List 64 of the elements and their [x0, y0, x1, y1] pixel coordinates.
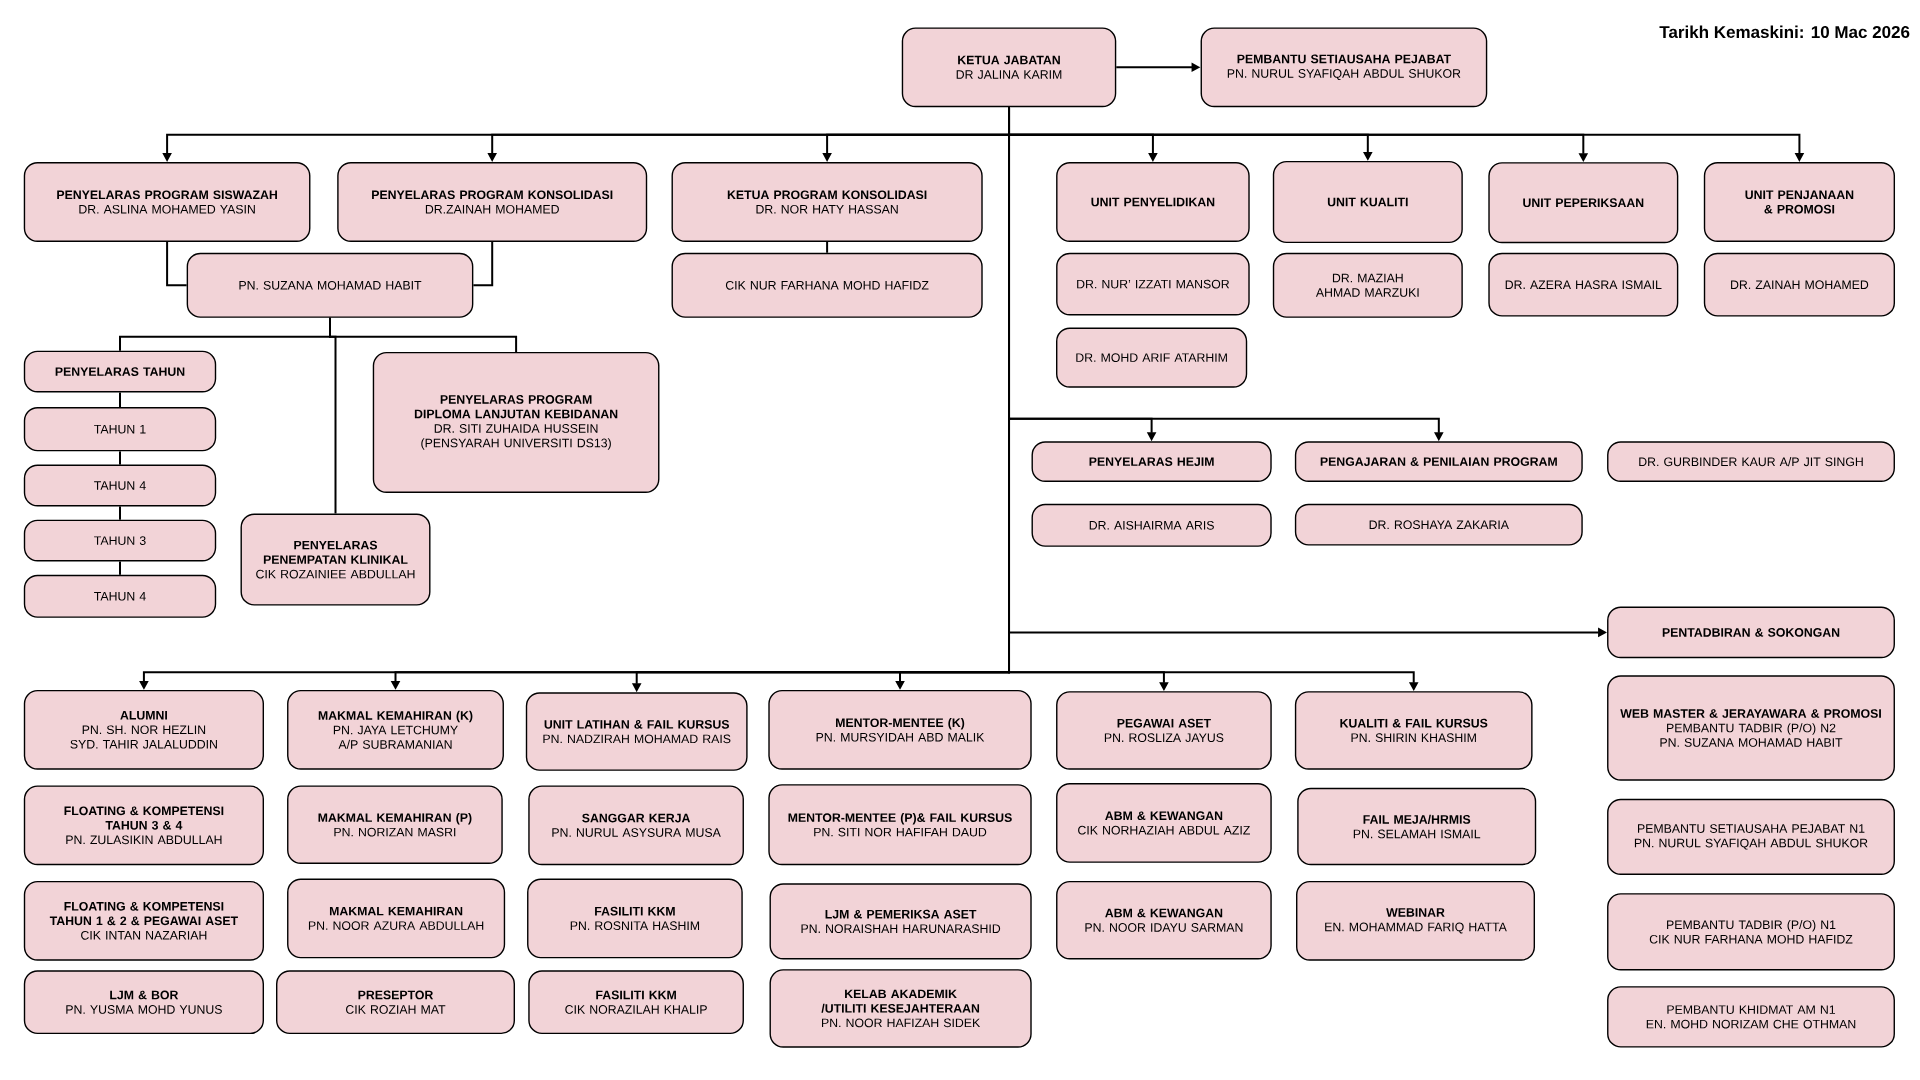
org-box: WEBINAR EN. MOHAMMAD FARIQ HATTA — [1296, 880, 1535, 961]
org-box: ABM & KEWANGAN CIK NORHAZIAH ABDUL AZIZ — [1056, 783, 1272, 863]
org-box: PN. SUZANA MOHAMAD HABIT — [186, 252, 474, 318]
org-box: UNIT PENJANAAN & PROMOSI — [1703, 162, 1895, 242]
org-box: PEGAWAI ASET PN. ROSLIZA JAYUS — [1056, 691, 1272, 770]
org-box: FASILITI KKM PN. ROSNITA HASHIM — [527, 878, 743, 959]
org-box: FASILITI KKM CIK NORAZILAH KHALIP — [528, 970, 744, 1035]
org-box: DR. ZAINAH MOHAMED — [1703, 252, 1895, 317]
org-box: ALUMNI PN. SH. NOR HEZLIN SYD. TAHIR JALALUDDIN — [23, 689, 264, 770]
org-box: LJM & PEMERIKSA ASET PN. NORAISHAH HARUNARASHID — [769, 883, 1032, 960]
org-box: PENYELARAS PENEMPATAN KLINIKAL CIK ROZAINIEE ABDULLAH — [240, 513, 431, 606]
org-box: PEMBANTU SETIAUSAHA PEJABAT PN. NURUL SYAFIQAH ABDUL SHUKOR — [1200, 27, 1488, 108]
connector — [119, 450, 121, 466]
org-box: MAKMAL KEMAHIRAN (K) PN. JAYA LETCHUMY A/P SUBRAMANIAN — [287, 689, 504, 770]
connector — [826, 240, 829, 254]
org-box: PENYELARAS TAHUN — [23, 350, 217, 393]
connector — [119, 505, 121, 521]
org-box: PENYELARAS HEJIM — [1031, 441, 1272, 482]
org-box: TAHUN 4 — [23, 464, 217, 507]
org-box: UNIT PEPERIKSAAN — [1488, 162, 1679, 244]
org-box: FAIL MEJA/HRMIS PN. SELAMAH ISMAIL — [1297, 787, 1537, 866]
org-box: PEMBANTU TADBIR (P/O) N1 CIK NUR FARHANA MOHD HAFIDZ — [1607, 893, 1895, 971]
connector — [166, 240, 188, 287]
org-box: DR. MOHD ARIF ATARHIM — [1056, 327, 1248, 388]
org-box: PENGAJARAN & PENILAIAN PROGRAM — [1294, 441, 1583, 482]
org-box: DR. NUR’ IZZATI MANSOR — [1056, 252, 1250, 316]
org-box: KETUA JABATAN DR JALINA KARIM — [901, 27, 1117, 108]
org-box: KUALITI & FAIL KURSUS PN. SHIRIN KHASHIM — [1294, 691, 1533, 770]
org-box: DR. MAZIAH AHMAD MARZUKI — [1272, 252, 1463, 318]
org-box: PRESEPTOR CIK ROZIAH MAT — [276, 970, 515, 1035]
org-box: MENTOR-MENTEE (K) PN. MURSYIDAH ABD MALIK — [768, 689, 1032, 770]
connector — [472, 240, 494, 287]
connector — [119, 560, 121, 576]
org-box: FLOATING & KOMPETENSI TAHUN 3 & 4 PN. ZULASIKIN ABDULLAH — [23, 785, 264, 866]
org-box: MAKMAL KEMAHIRAN (P) PN. NORIZAN MASRI — [287, 785, 503, 864]
org-box: WEB MASTER & JERAYAWARA & PROMOSI PEMBANTU TADBIR (P/O) N2 PN. SUZANA MOHAMAD HABIT — [1607, 675, 1895, 781]
org-box: UNIT PENYELIDIKAN — [1056, 162, 1250, 242]
org-box: UNIT LATIHAN & FAIL KURSUS PN. NADZIRAH MOHAMAD RAIS — [525, 692, 748, 771]
org-box: UNIT KUALITI — [1272, 160, 1463, 244]
org-box: ABM & KEWANGAN PN. NOOR IDAYU SARMAN — [1056, 880, 1272, 960]
org-box: MENTOR-MENTEE (P)& FAIL KURSUS PN. SITI NOR HAFIFAH DAUD — [768, 784, 1032, 866]
org-box: MAKMAL KEMAHIRAN PN. NOOR AZURA ABDULLAH — [287, 878, 506, 959]
org-box: TAHUN 1 — [23, 407, 217, 452]
org-box: DR. GURBINDER KAUR A/P JIT SINGH — [1607, 441, 1895, 482]
org-box: TAHUN 3 — [23, 519, 217, 562]
org-box: KETUA PROGRAM KONSOLIDASI DR. NOR HATY HASSAN — [671, 162, 983, 242]
org-box: SANGGAR KERJA PN. NURUL ASYSURA MUSA — [528, 785, 744, 866]
connector — [329, 316, 518, 353]
org-box: LJM & BOR PN. YUSMA MOHD YUNUS — [23, 970, 264, 1035]
org-box: KELAB AKADEMIK /UTILITI KESEJAHTERAAN PN. NOOR HAFIZAH SIDEK — [769, 969, 1032, 1048]
org-box: CIK NUR FARHANA MOHD HAFIDZ — [671, 252, 983, 318]
org-box: PENTADBIRAN & SOKONGAN — [1607, 606, 1895, 659]
org-box: DR. AISHAIRMA ARIS — [1031, 503, 1272, 547]
org-box: PENYELARAS PROGRAM KONSOLIDASI DR.ZAINAH MOHAMED — [337, 162, 648, 242]
connector — [119, 391, 121, 409]
org-box: PENYELARAS PROGRAM SISWAZAH DR. ASLINA MOHAMED YASIN — [23, 162, 311, 242]
update-date: Tarikh Kemaskini: 10 Mac 2026 — [1659, 25, 1910, 39]
org-box: PENYELARAS PROGRAM DIPLOMA LANJUTAN KEBIDANAN DR. SITI ZUHAIDA HUSSEIN (PENSYARAH UNIVERSITI DS13) — [372, 351, 660, 493]
org-box: DR. AZERA HASRA ISMAIL — [1488, 252, 1679, 317]
org-box: DR. ROSHAYA ZAKARIA — [1294, 503, 1583, 546]
org-box: TAHUN 4 — [23, 574, 217, 618]
org-box: PEMBANTU KHIDMAT AM N1 EN. MOHD NORIZAM CHE OTHMAN — [1607, 986, 1895, 1048]
org-box: PEMBANTU SETIAUSAHA PEJABAT N1 PN. NURUL SYAFIQAH ABDUL SHUKOR — [1607, 798, 1895, 875]
org-box: FLOATING & KOMPETENSI TAHUN 1 & 2 & PEGAWAI ASET CIK INTAN NAZARIAH — [23, 880, 264, 961]
